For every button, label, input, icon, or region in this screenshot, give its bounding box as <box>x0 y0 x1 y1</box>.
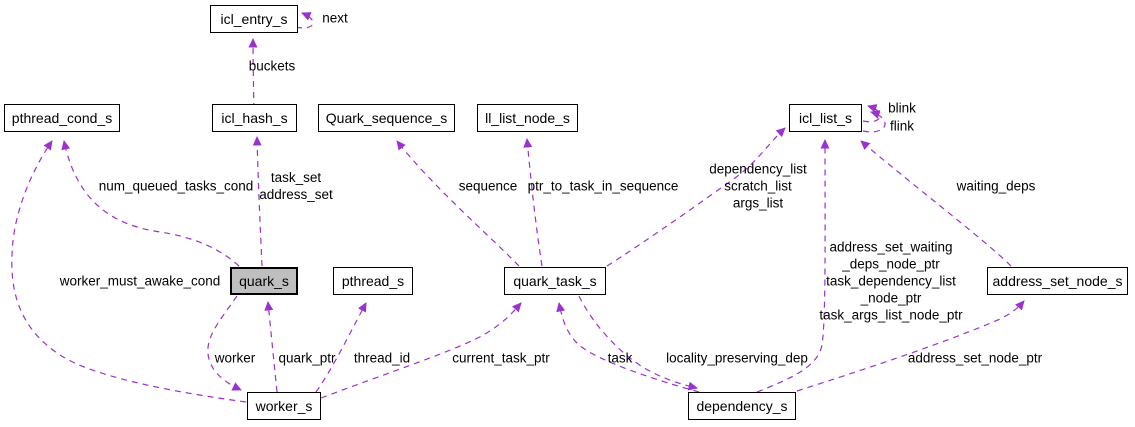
edge-label-waiting-deps: waiting_deps <box>956 178 1036 194</box>
edge-label-node-ptrs-stack: address_set_waiting _deps_node_ptr task_… <box>819 239 963 323</box>
node-address-set-node-s[interactable]: address_set_node_s <box>987 267 1128 295</box>
edge-label-worker: worker <box>214 350 256 366</box>
edge-label-dependency-scratch-args: dependency_list scratch_list args_list <box>709 161 807 211</box>
edge-label-buckets: buckets <box>248 58 296 74</box>
edge-label-blink: blink <box>888 100 916 116</box>
node-icl-list-s[interactable]: icl_list_s <box>789 104 862 132</box>
edge-label-locality-preserving-dep: locality_preserving_dep <box>666 350 808 366</box>
edge-dependency-list-scratch-list-args-list <box>606 127 786 267</box>
edge-task <box>556 302 700 393</box>
edge-blink-self-loop <box>862 104 881 123</box>
edge-label-flink: flink <box>889 118 915 134</box>
edge-waiting-deps <box>860 140 1012 267</box>
node-icl-entry-s[interactable]: icl_entry_s <box>210 5 298 33</box>
edge-label-worker-must-awake-cond: worker_must_awake_cond <box>59 273 221 289</box>
edge-label-task: task <box>607 350 633 366</box>
edge-flink-self-loop <box>862 110 886 133</box>
edge-num-queued-tasks-cond <box>61 140 240 267</box>
edge-label-current-task-ptr: current_task_ptr <box>452 350 550 366</box>
edge-label-task-set-address-set: task_set address_set <box>259 170 333 202</box>
edge-locality-preserving-dep <box>578 295 698 391</box>
edge-label-sequence: sequence <box>458 178 518 194</box>
edge-address-set-waiting-deps-node-ptrs <box>756 139 830 393</box>
node-worker-s[interactable]: worker_s <box>247 392 321 420</box>
edge-quark-ptr <box>264 301 278 393</box>
edge-address-set-node-ptr <box>796 300 1025 392</box>
node-quark-task-s[interactable]: quark_task_s <box>504 267 606 295</box>
edge-next-self-loop <box>295 12 314 29</box>
edge-buckets <box>248 38 258 132</box>
node-quark-s[interactable]: quark_s <box>230 267 298 295</box>
edge-label-next: next <box>322 10 348 26</box>
node-pthread-cond-s[interactable]: pthread_cond_s <box>4 104 120 132</box>
edge-ptr-to-task-in-sequence <box>523 138 543 267</box>
edge-label-address-set-node-ptr: address_set_node_ptr <box>907 350 1043 366</box>
edge-label-num-queued-tasks-cond: num_queued_tasks_cond <box>98 178 254 194</box>
edge-sequence <box>396 140 520 267</box>
node-dependency-s[interactable]: dependency_s <box>688 392 796 420</box>
edge-label-thread-id: thread_id <box>353 350 411 366</box>
edge-worker <box>207 295 242 391</box>
edge-label-ptr-to-task-in-sequence: ptr_to_task_in_sequence <box>527 178 679 194</box>
node-pthread-s[interactable]: pthread_s <box>333 267 413 295</box>
edge-task-set-address-set <box>252 136 263 267</box>
node-icl-hash-s[interactable]: icl_hash_s <box>212 104 297 132</box>
edge-label-quark-ptr: quark_ptr <box>278 350 336 366</box>
node-ll-list-node-s[interactable]: ll_list_node_s <box>477 104 578 132</box>
node-quark-sequence-s[interactable]: Quark_sequence_s <box>318 104 455 132</box>
edge-thread-id <box>315 302 367 393</box>
